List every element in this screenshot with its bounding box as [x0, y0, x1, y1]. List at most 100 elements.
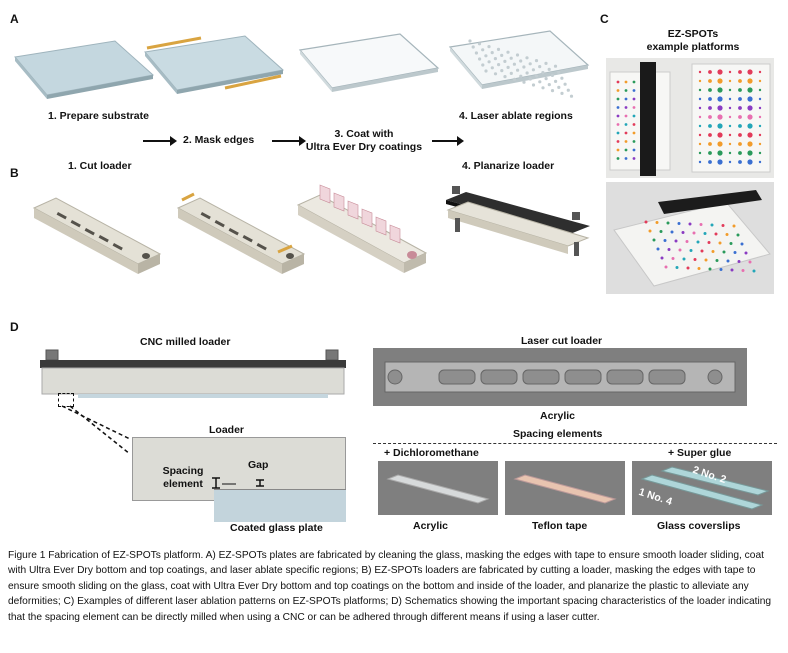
ablated-spot	[506, 65, 510, 69]
step-coat-line2: Ultra Ever Dry coatings	[305, 141, 423, 153]
photo-spot	[738, 115, 742, 119]
ablated-spot	[503, 59, 507, 64]
photo-spot	[685, 240, 689, 243]
photo-spot	[698, 97, 702, 101]
photo-spot	[725, 233, 729, 236]
photo-bottom-illustration	[613, 190, 771, 287]
arrow-a1	[143, 136, 177, 146]
photo-spot	[708, 79, 712, 83]
acrylic-element-label: Acrylic	[413, 520, 449, 532]
ablated-spot	[512, 62, 516, 66]
photo-spot	[758, 88, 762, 92]
step-prepare-substrate: 1. Prepare substrate	[48, 110, 149, 122]
photo-spot	[624, 89, 628, 92]
ablated-spot	[481, 63, 485, 67]
photo-top-illustration	[609, 62, 771, 176]
ablated-spot	[560, 76, 564, 80]
ablated-spot	[515, 53, 520, 57]
ablated-spot	[468, 39, 472, 43]
photo-spot	[703, 232, 707, 235]
photo-spot	[708, 88, 712, 92]
photo-spot	[624, 123, 628, 126]
photo-spot	[656, 247, 660, 251]
coverslip-element-render: 2 No. 2 1 No. 4	[632, 461, 772, 515]
photo-spot	[733, 251, 737, 254]
ablated-spot	[544, 61, 548, 65]
glass-plate-coated	[298, 33, 440, 92]
loader-planarized	[446, 186, 590, 256]
ablated-spot	[547, 83, 551, 87]
photo-spot	[758, 106, 762, 110]
step-mask-edges: 2. Mask edges	[183, 134, 255, 146]
arrow-a3	[432, 136, 464, 146]
ablated-spot	[566, 88, 570, 92]
cnc-loader-schematic	[40, 349, 346, 398]
photo-spot	[738, 160, 742, 164]
ablated-spot	[496, 47, 501, 51]
ablated-spot	[553, 64, 558, 68]
photo-spot	[707, 241, 711, 244]
ablated-spot	[560, 91, 564, 95]
coverslip-element-label: Glass coverslips	[657, 520, 741, 532]
photo-spot	[717, 123, 723, 129]
photo-spot	[717, 150, 723, 156]
detail-spacing-line2: element	[163, 478, 203, 490]
photo-spot	[748, 260, 752, 264]
photo-spot	[708, 124, 712, 128]
photo-spot	[699, 223, 703, 226]
photo-spot	[730, 268, 734, 272]
photo-spot	[660, 256, 664, 260]
photo-spot	[737, 260, 741, 263]
ablated-spot	[541, 86, 545, 90]
photo-spot	[758, 151, 762, 155]
photo-spot	[758, 97, 762, 101]
photo-spot	[758, 70, 762, 74]
photo-spot	[717, 69, 723, 75]
photo-spot	[671, 257, 675, 260]
ablated-spot	[503, 75, 507, 79]
photo-spot	[728, 160, 732, 164]
photo-spot	[715, 259, 719, 262]
ablated-spot	[569, 94, 574, 98]
photo-spot	[624, 157, 628, 160]
ablated-spot	[500, 69, 504, 73]
photo-spot	[616, 123, 620, 126]
photo-example-platforms-top	[606, 58, 774, 178]
photo-spot	[698, 70, 702, 74]
photo-spot	[648, 229, 652, 233]
ablated-spot	[525, 56, 529, 60]
photo-spot	[698, 133, 702, 137]
photo-spot	[738, 106, 742, 110]
photo-spot	[728, 88, 732, 92]
zoom-box	[58, 393, 74, 407]
ablated-spot	[519, 59, 523, 63]
photo-spot	[644, 220, 648, 224]
photo-spot	[675, 266, 679, 269]
photo-spot	[747, 159, 753, 165]
photo-spot	[624, 140, 628, 143]
photo-spot	[752, 269, 756, 273]
ablated-spot	[563, 82, 567, 86]
photo-spot	[698, 115, 702, 119]
photo-spot	[744, 251, 748, 255]
ablated-spot	[506, 50, 510, 54]
step-coat-line1: 3. Coat with	[334, 128, 394, 140]
photo-spot	[738, 70, 742, 74]
cnc-loader-title: CNC milled loader	[140, 336, 231, 348]
ablated-spot	[487, 60, 491, 64]
detail-spacing-label: Spacing element	[163, 465, 204, 491]
photo-spot	[711, 250, 715, 253]
photo-spot	[688, 222, 692, 226]
photo-spot	[698, 79, 702, 83]
photo-spot	[721, 224, 725, 227]
photo-spot	[632, 97, 636, 101]
photo-spot	[624, 97, 628, 101]
photo-spot	[738, 151, 742, 155]
photo-spot	[708, 106, 712, 110]
photo-spot	[663, 239, 667, 242]
ablated-spot	[525, 71, 529, 75]
photo-spot	[692, 231, 696, 235]
ablated-spot	[531, 68, 535, 72]
ablated-spot	[500, 53, 504, 57]
photo-spot	[632, 123, 636, 126]
